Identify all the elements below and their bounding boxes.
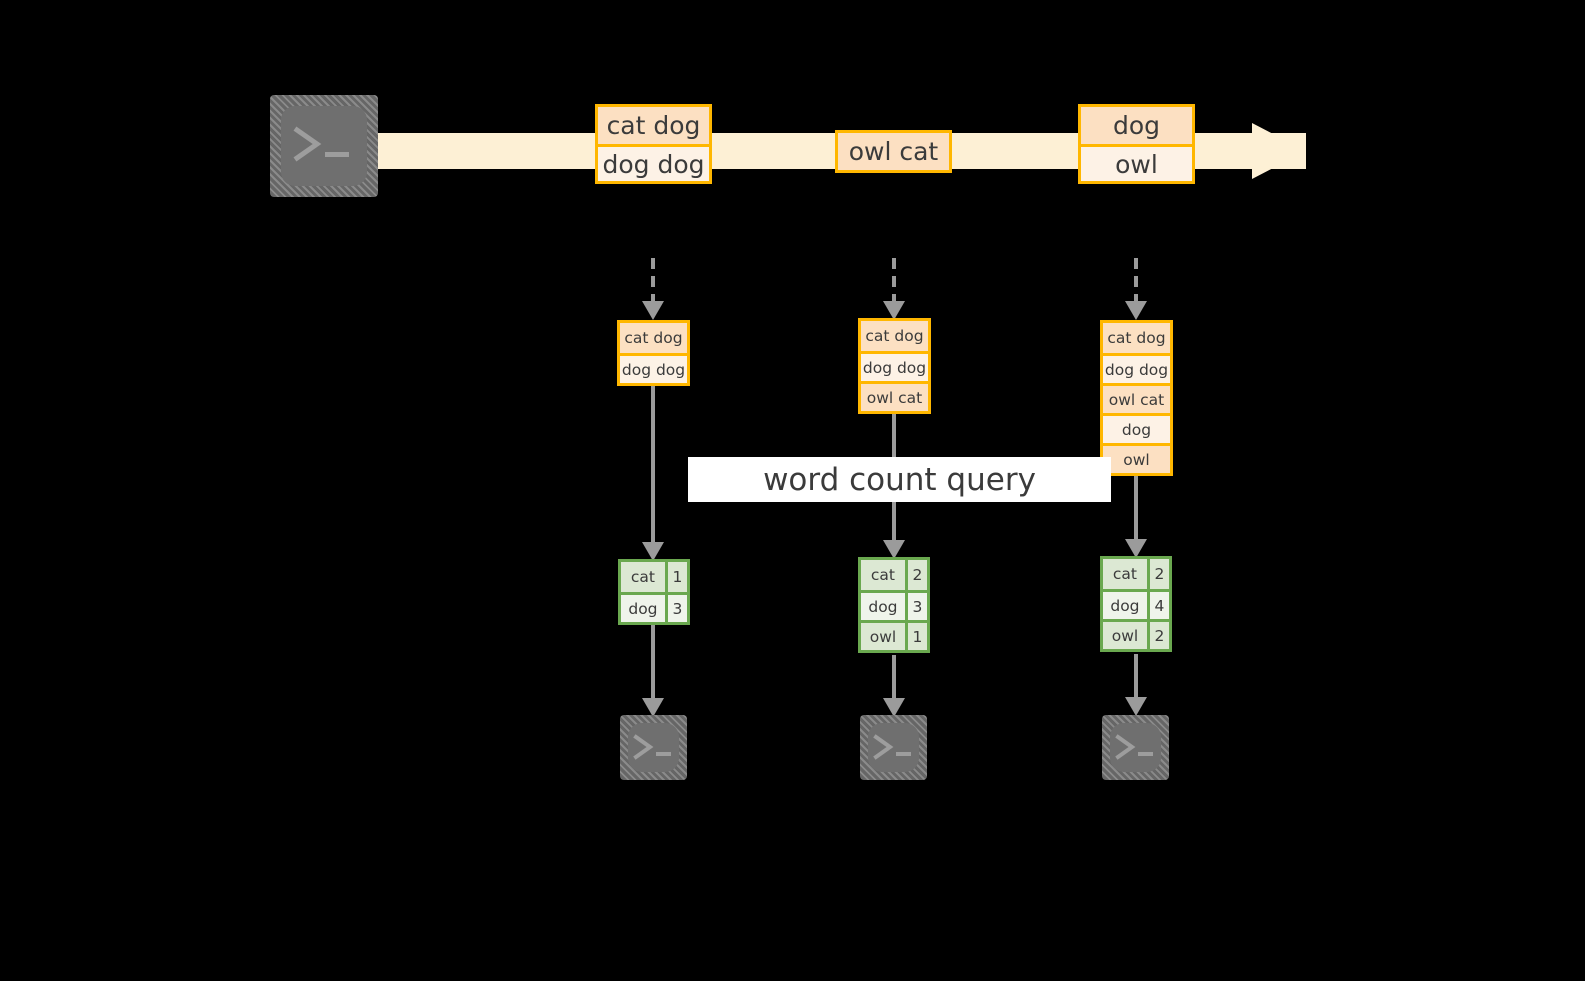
stream-arrowhead [1252, 123, 1306, 179]
stream-record: dog dog [598, 144, 709, 181]
count-cell: 1 [664, 562, 687, 592]
state-record: cat dog [620, 323, 687, 353]
sink-terminal-icon-2 [860, 715, 927, 780]
state-to-result-arrow-1 [642, 386, 664, 561]
state-record: cat dog [861, 321, 928, 351]
word-cell: dog [1110, 596, 1140, 615]
stream-to-state-arrow [642, 258, 664, 320]
state-to-result-arrow-3 [1125, 476, 1147, 558]
stream-record: dog [1081, 107, 1192, 144]
stream-to-state-arrow [883, 258, 905, 320]
state-record: dog [1103, 413, 1170, 443]
terminal-prompt-glyph [293, 126, 349, 162]
state-record: dog dog [861, 351, 928, 381]
result-table-1: cat 1 dog 3 [618, 559, 690, 625]
word-cell: owl [869, 627, 897, 646]
result-to-sink-arrow-3 [1125, 654, 1147, 716]
state-record: owl cat [1103, 383, 1170, 413]
table-row: cat 2 [1103, 559, 1169, 589]
table-row: dog 3 [861, 590, 927, 620]
state-record: cat dog [1103, 323, 1170, 353]
table-row: cat 2 [861, 560, 927, 590]
count-cell: 4 [1146, 592, 1169, 619]
stream-record: owl cat [838, 133, 949, 170]
word-cell: dog [868, 597, 898, 616]
sink-terminal-icon-3 [1102, 715, 1169, 780]
table-row: owl 2 [1103, 619, 1169, 649]
word-cell: cat [1112, 565, 1137, 583]
count-cell: 2 [1146, 622, 1169, 649]
table-row: dog 4 [1103, 589, 1169, 619]
word-cell: cat [870, 566, 895, 584]
table-row: dog 3 [621, 592, 687, 622]
count-cell: 2 [1146, 559, 1169, 589]
query-label-text: word count query [763, 461, 1036, 498]
sink-terminal-icon-1 [620, 715, 687, 780]
terminal-prompt-glyph [1114, 733, 1153, 760]
count-cell: 2 [904, 560, 927, 590]
stream-group-1: cat dog dog dog [595, 104, 712, 184]
source-terminal-icon [270, 95, 378, 197]
stream-group-3: dog owl [1078, 104, 1195, 184]
accumulated-state-1: cat dog dog dog [617, 320, 690, 386]
result-table-2: cat 2 dog 3 owl 1 [858, 557, 930, 653]
count-cell: 3 [664, 595, 687, 622]
accumulated-state-2: cat dog dog dog owl cat [858, 318, 931, 414]
count-cell: 3 [904, 593, 927, 620]
accumulated-state-3: cat dog dog dog owl cat dog owl [1100, 320, 1173, 476]
state-record: owl [1103, 443, 1170, 473]
stream-record: cat dog [598, 107, 709, 144]
stream-to-state-arrow [1125, 258, 1147, 320]
word-cell: cat [630, 568, 655, 586]
result-to-sink-arrow-2 [883, 655, 905, 717]
stream-group-2: owl cat [835, 130, 952, 173]
table-row: cat 1 [621, 562, 687, 592]
stream-record: owl [1081, 144, 1192, 181]
word-cell: owl [1111, 626, 1139, 645]
query-label: word count query [688, 457, 1111, 502]
state-record: dog dog [1103, 353, 1170, 383]
count-cell: 1 [904, 623, 927, 650]
table-row: owl 1 [861, 620, 927, 650]
result-to-sink-arrow-1 [642, 625, 664, 717]
terminal-prompt-glyph [632, 733, 671, 760]
result-table-3: cat 2 dog 4 owl 2 [1100, 556, 1172, 652]
state-record: owl cat [861, 381, 928, 411]
terminal-prompt-glyph [872, 733, 911, 760]
word-cell: dog [628, 599, 658, 618]
state-record: dog dog [620, 353, 687, 383]
